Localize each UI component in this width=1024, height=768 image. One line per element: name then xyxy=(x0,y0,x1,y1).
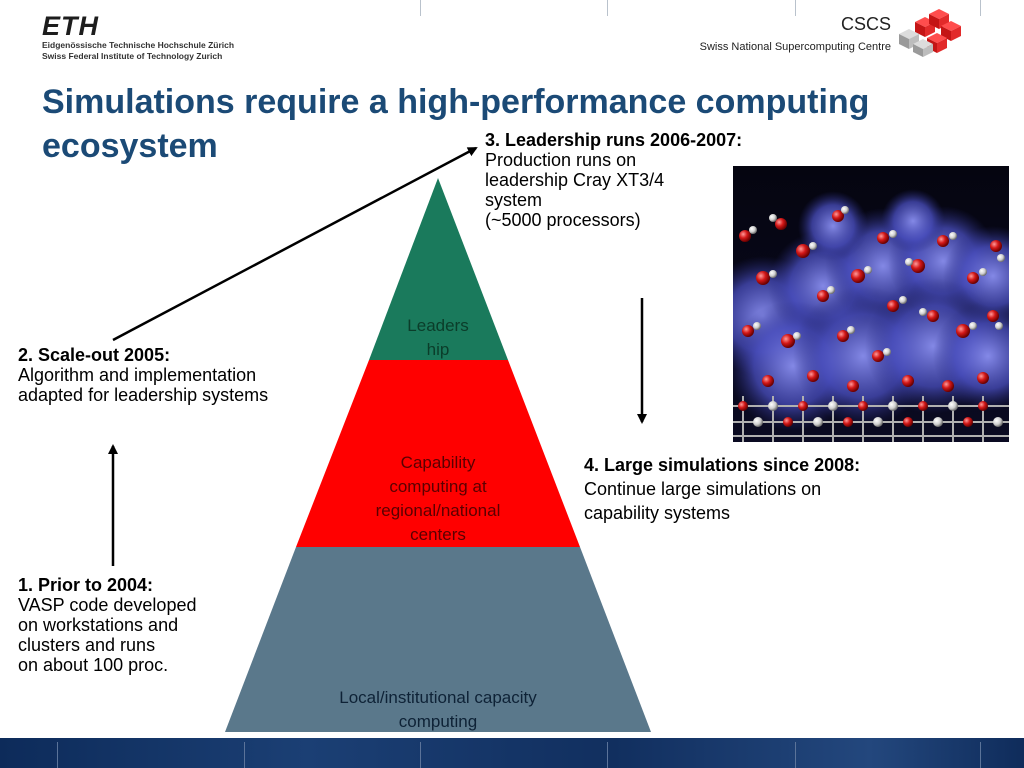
footer-band xyxy=(0,738,1024,768)
header-divider xyxy=(795,0,796,16)
step-2-heading: 2. Scale-out 2005: xyxy=(18,345,171,365)
step-3-line: system xyxy=(485,190,543,210)
step-3-heading: 3. Leadership runs 2006-2007: xyxy=(485,130,743,150)
tier-middle-label-line2: computing at xyxy=(389,477,487,496)
tier-top-label-line1: Leaders xyxy=(407,316,468,335)
step-4-line: capability systems xyxy=(584,503,731,523)
step-1-heading: 1. Prior to 2004: xyxy=(18,575,154,595)
eth-name-english: Swiss Federal Institute of Technology Zu… xyxy=(42,50,223,61)
step-1-line: on workstations and xyxy=(18,615,179,635)
pyramid-tier-middle xyxy=(296,360,580,547)
pyramid-tier-top xyxy=(369,178,508,360)
step-1-line: VASP code developed xyxy=(18,595,197,615)
arrow-step2-to-step3 xyxy=(112,146,478,342)
eth-logo: ETH Eidgenössische Technische Hochschule… xyxy=(42,12,234,61)
eth-name-german: Eidgenössische Technische Hochschule Zür… xyxy=(42,40,235,50)
tier-bottom-label-line1: Local/institutional capacity xyxy=(339,688,537,707)
step-1-text: 1. Prior to 2004: VASP code developed on… xyxy=(18,575,196,675)
pyramid-tier-bottom xyxy=(225,547,651,732)
step-2-line: adapted for leadership systems xyxy=(18,385,269,405)
tier-middle-label-line4: centers xyxy=(410,525,466,544)
step-1-line: clusters and runs xyxy=(18,635,156,655)
step-3-line: (~5000 processors) xyxy=(485,210,641,230)
tier-top-label-line2: hip xyxy=(427,340,450,359)
step-4-heading: 4. Large simulations since 2008: xyxy=(584,455,861,475)
footer-divider xyxy=(607,742,608,768)
cscs-full-name: Swiss National Supercomputing Centre xyxy=(699,41,891,53)
step-1-line: on about 100 proc. xyxy=(18,655,169,675)
header-divider xyxy=(420,0,421,16)
step-2-line: Algorithm and implementation xyxy=(18,365,257,385)
footer-divider xyxy=(244,742,245,768)
tier-middle-label-line1: Capability xyxy=(401,453,476,472)
density-clouds xyxy=(733,189,1009,431)
header-divider xyxy=(980,0,981,16)
water-molecules xyxy=(738,206,1005,427)
cscs-cubes-icon xyxy=(899,9,961,57)
tier-bottom-label-line2: computing xyxy=(399,712,477,731)
footer-divider xyxy=(420,742,421,768)
molecular-simulation-image xyxy=(733,166,1009,442)
eth-wordmark: ETH xyxy=(42,11,99,41)
header-divider xyxy=(607,0,608,16)
footer-divider xyxy=(57,742,58,768)
step-4-line: Continue large simulations on xyxy=(584,479,822,499)
step-4-text: 4. Large simulations since 2008: Continu… xyxy=(584,453,860,525)
step-3-line: Production runs on xyxy=(485,150,637,170)
step-3-line: leadership Cray XT3/4 xyxy=(485,170,665,190)
cscs-name: CSCS xyxy=(840,14,891,34)
footer-divider xyxy=(980,742,981,768)
footer-divider xyxy=(795,742,796,768)
step-3-text: 3. Leadership runs 2006-2007: Production… xyxy=(485,130,742,230)
tier-middle-label-line3: regional/national xyxy=(376,501,501,520)
slide-title: Simulations require a high-performance c… xyxy=(42,83,870,165)
step-2-text: 2. Scale-out 2005: Algorithm and impleme… xyxy=(18,345,268,405)
